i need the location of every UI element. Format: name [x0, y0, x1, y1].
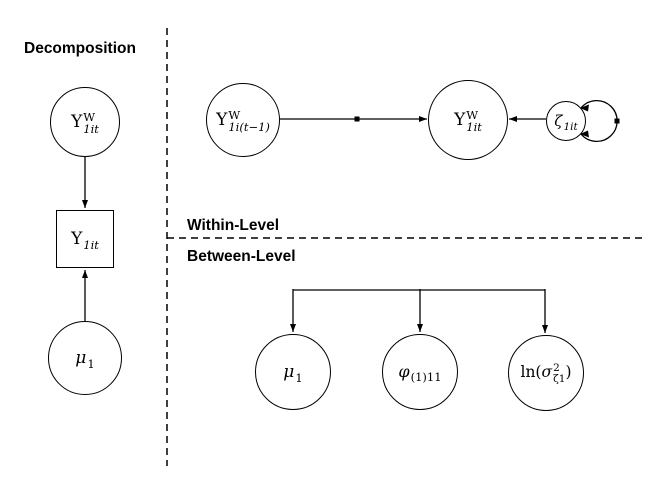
random-slope-dot — [354, 116, 360, 122]
within-level-heading: Within-Level — [187, 217, 280, 234]
decomposition-heading: Decomposition — [24, 40, 136, 57]
random-variance-dot — [614, 118, 620, 124]
loop-arrowhead-bottom — [580, 130, 589, 138]
latent-circle-between-ar: φ(1)11 — [382, 334, 458, 410]
loop-arrowhead-top — [580, 104, 589, 112]
between-ar-label: φ(1)11 — [398, 362, 442, 385]
between-level-heading: Between-Level — [187, 248, 296, 265]
